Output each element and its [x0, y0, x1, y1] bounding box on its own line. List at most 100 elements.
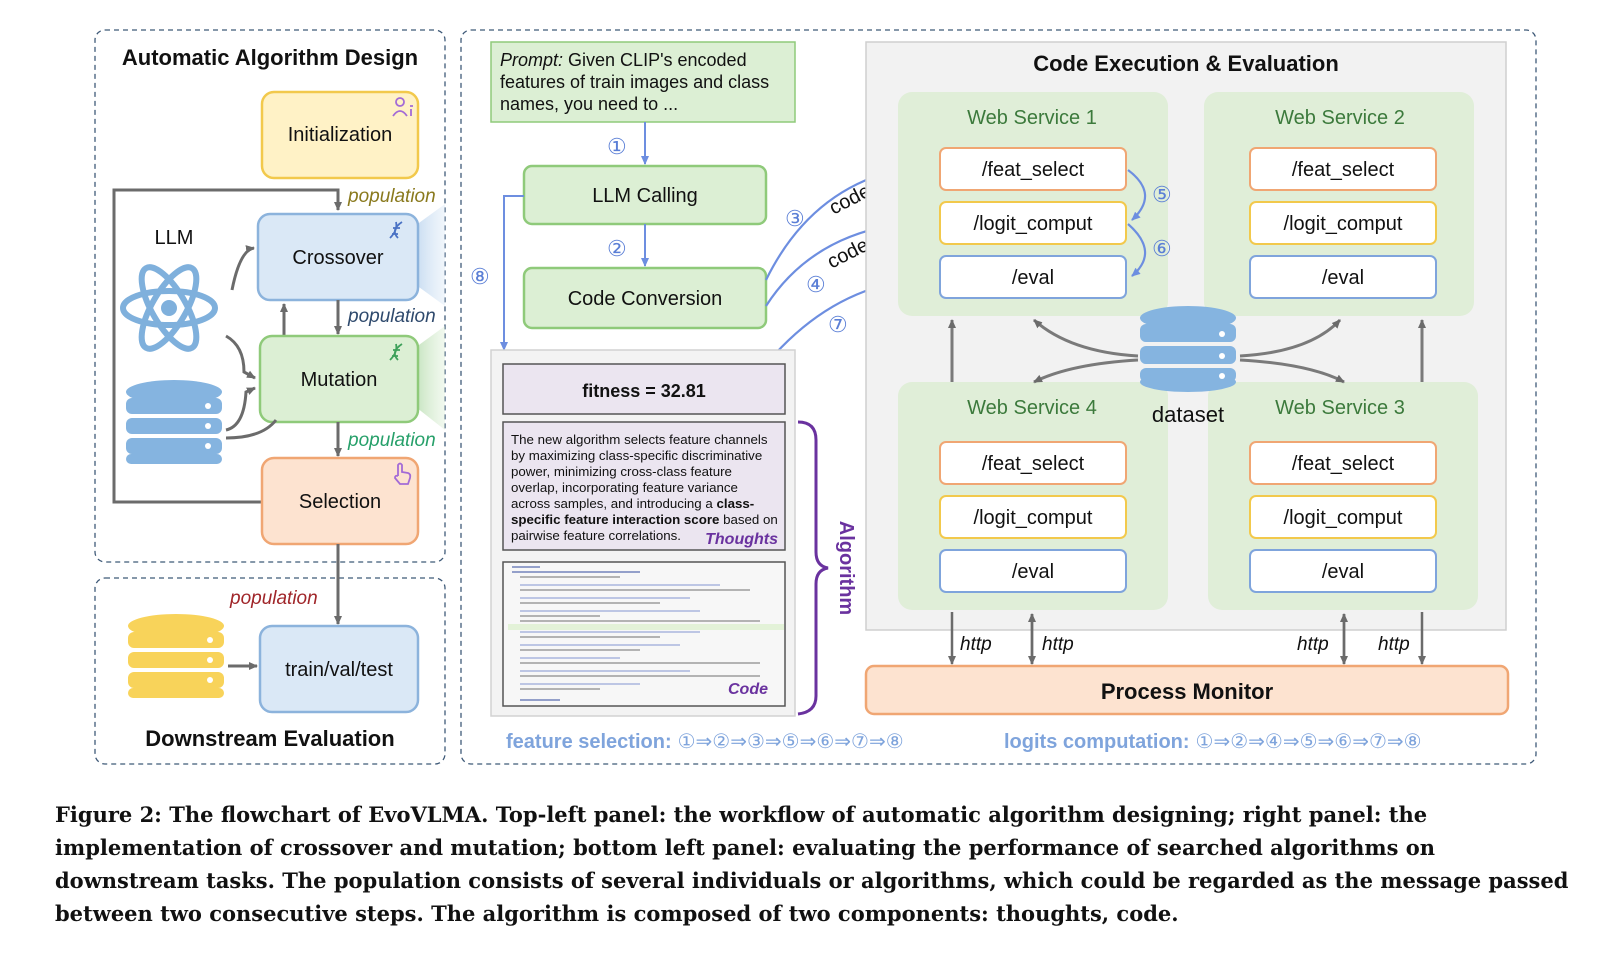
legend-feature-selection-label: feature selection:: [506, 731, 672, 753]
ws1-logit-comput[interactable]: [939, 201, 1127, 245]
dataset-arrows: [948, 318, 1426, 384]
step-6: ⑥: [1152, 236, 1172, 261]
step-1: ①: [607, 134, 627, 159]
code-box: [502, 561, 786, 707]
ws4-logit-comput-label: /logit_comput: [974, 507, 1093, 529]
web-service-4-title: Web Service 4: [967, 397, 1097, 419]
process-monitor-label: Process Monitor: [1101, 679, 1274, 704]
dataset-label: dataset: [1152, 402, 1224, 427]
ws2-logit-comput-label: /logit_comput: [1284, 213, 1403, 235]
web-service-2-title: Web Service 2: [1275, 107, 1405, 129]
thought-line-1: The new algorithm selects feature channe…: [511, 432, 768, 447]
ws4-feat-select[interactable]: [939, 441, 1127, 485]
code-conversion-box: [522, 266, 768, 330]
db-line-selection: [225, 419, 278, 440]
initialization-label: Initialization: [288, 124, 393, 146]
ws3-eval-label: /eval: [1322, 561, 1364, 583]
population-label-1: population: [347, 186, 436, 207]
ws3-eval[interactable]: [1249, 549, 1437, 593]
algorithm-label: Algorithm: [835, 521, 857, 615]
prompt-box: [490, 41, 796, 123]
arrow-step-6: [1127, 223, 1147, 277]
step-8: ⑧: [470, 264, 490, 289]
fitness-label: fitness = 32.81: [582, 381, 706, 401]
code-label-2: code: [824, 234, 873, 273]
arrow-llm-mutation: [225, 334, 256, 380]
code-label: Code: [728, 681, 768, 698]
step-3: ③: [785, 206, 805, 231]
crossover-label: Crossover: [292, 247, 383, 269]
legend-logits-seq: ①⇒②⇒④⇒⑤⇒⑥⇒⑦⇒⑧: [1196, 731, 1422, 753]
ws1-feat-select-label: /feat_select: [982, 159, 1085, 181]
train-val-test-box: [258, 624, 420, 714]
http-label-3: http: [1297, 634, 1329, 655]
prompt-text-1: Prompt: Given CLIP's encoded: [500, 50, 747, 70]
web-service-1-title: Web Service 1: [967, 107, 1097, 129]
arrow-db-mutation: [225, 386, 256, 432]
legend-logits-label: logits computation:: [1004, 731, 1190, 753]
database-icon: [126, 380, 222, 464]
legend-feature-selection-seq: ①⇒②⇒③⇒⑤⇒⑥⇒⑦⇒⑧: [678, 731, 904, 753]
ws3-feat-select[interactable]: [1249, 441, 1437, 485]
legend-logits: logits computation: ①⇒②⇒④⇒⑤⇒⑥⇒⑦⇒⑧: [1004, 731, 1422, 753]
arrow-llm-crossover: [230, 245, 255, 291]
ws2-eval[interactable]: [1249, 255, 1437, 299]
mutation-label: Mutation: [301, 369, 378, 391]
population-label-3: population: [347, 430, 436, 451]
database-icon: [128, 614, 224, 698]
crossover-cone: [412, 204, 445, 306]
ws4-eval-label: /eval: [1012, 561, 1054, 583]
thought-tail: based on: [719, 512, 777, 527]
thought-line-6: specific feature interaction score based…: [511, 512, 778, 527]
thought-bold-1: class-: [716, 496, 754, 511]
population-label-4: population: [229, 588, 318, 609]
ws1-feat-select[interactable]: [939, 147, 1127, 191]
process-monitor-box: [864, 664, 1510, 716]
ws3-logit-comput[interactable]: [1249, 495, 1437, 539]
dna-icon: [389, 343, 403, 361]
llm-label: LLM: [155, 227, 194, 249]
prompt-line-2: features of train images and class: [500, 72, 769, 92]
http-label-1: http: [960, 634, 992, 655]
prompt-label: Prompt:: [500, 50, 563, 70]
dna-icon: [389, 221, 403, 239]
code-conversion-label: Code Conversion: [568, 288, 723, 310]
person-icon: [392, 97, 413, 117]
ws4-eval[interactable]: [939, 549, 1127, 593]
panel-title: Automatic Algorithm Design: [122, 45, 418, 70]
ws1-eval-label: /eval: [1012, 267, 1054, 289]
population-label-2: population: [347, 306, 436, 327]
ws3-logit-comput-label: /logit_comput: [1284, 507, 1403, 529]
thought-line-5: across samples, and introducing a class-: [511, 496, 754, 511]
web-service-3-title: Web Service 3: [1275, 397, 1405, 419]
prompt-line-1: Given CLIP's encoded: [563, 50, 747, 70]
ws1-eval[interactable]: [939, 255, 1127, 299]
execution-title: Code Execution & Evaluation: [1033, 51, 1339, 76]
atom-icon: [120, 264, 218, 352]
ws2-feat-select[interactable]: [1249, 147, 1437, 191]
ws2-logit-comput[interactable]: [1249, 201, 1437, 245]
mutation-cone: [412, 326, 445, 430]
algorithm-brace: [797, 420, 829, 716]
fitness-box: [502, 363, 786, 415]
thought-line-2: by maximizing class-specific discriminat…: [511, 448, 762, 463]
thoughts-box: [502, 421, 786, 551]
ws3-feat-select-label: /feat_select: [1292, 453, 1395, 475]
step-2: ②: [607, 236, 627, 261]
panel-algorithm-design: [94, 29, 446, 563]
ws4-logit-comput[interactable]: [939, 495, 1127, 539]
thought-line-4: overlap, incorporating feature variance: [511, 480, 738, 495]
arrow-step-5: [1127, 169, 1147, 221]
http-arrows: [948, 612, 1426, 665]
legend-feature-selection: feature selection: ①⇒②⇒③⇒⑤⇒⑥⇒⑦⇒⑧: [506, 731, 904, 753]
downstream-title: Downstream Evaluation: [145, 726, 394, 751]
http-label-2: http: [1042, 634, 1074, 655]
database-icon: [1140, 306, 1236, 392]
thought-line-3: power, minimizing cross-class feature: [511, 464, 732, 479]
hand-pointer-icon: [394, 462, 412, 485]
step-4: ④: [806, 272, 826, 297]
figure-caption: Figure 2: The flowchart of EvoVLMA. Top-…: [55, 802, 1569, 926]
ws2-feat-select-label: /feat_select: [1292, 159, 1395, 181]
prompt-line-3: names, you need to ...: [500, 94, 678, 114]
initialization-box: [260, 90, 420, 180]
